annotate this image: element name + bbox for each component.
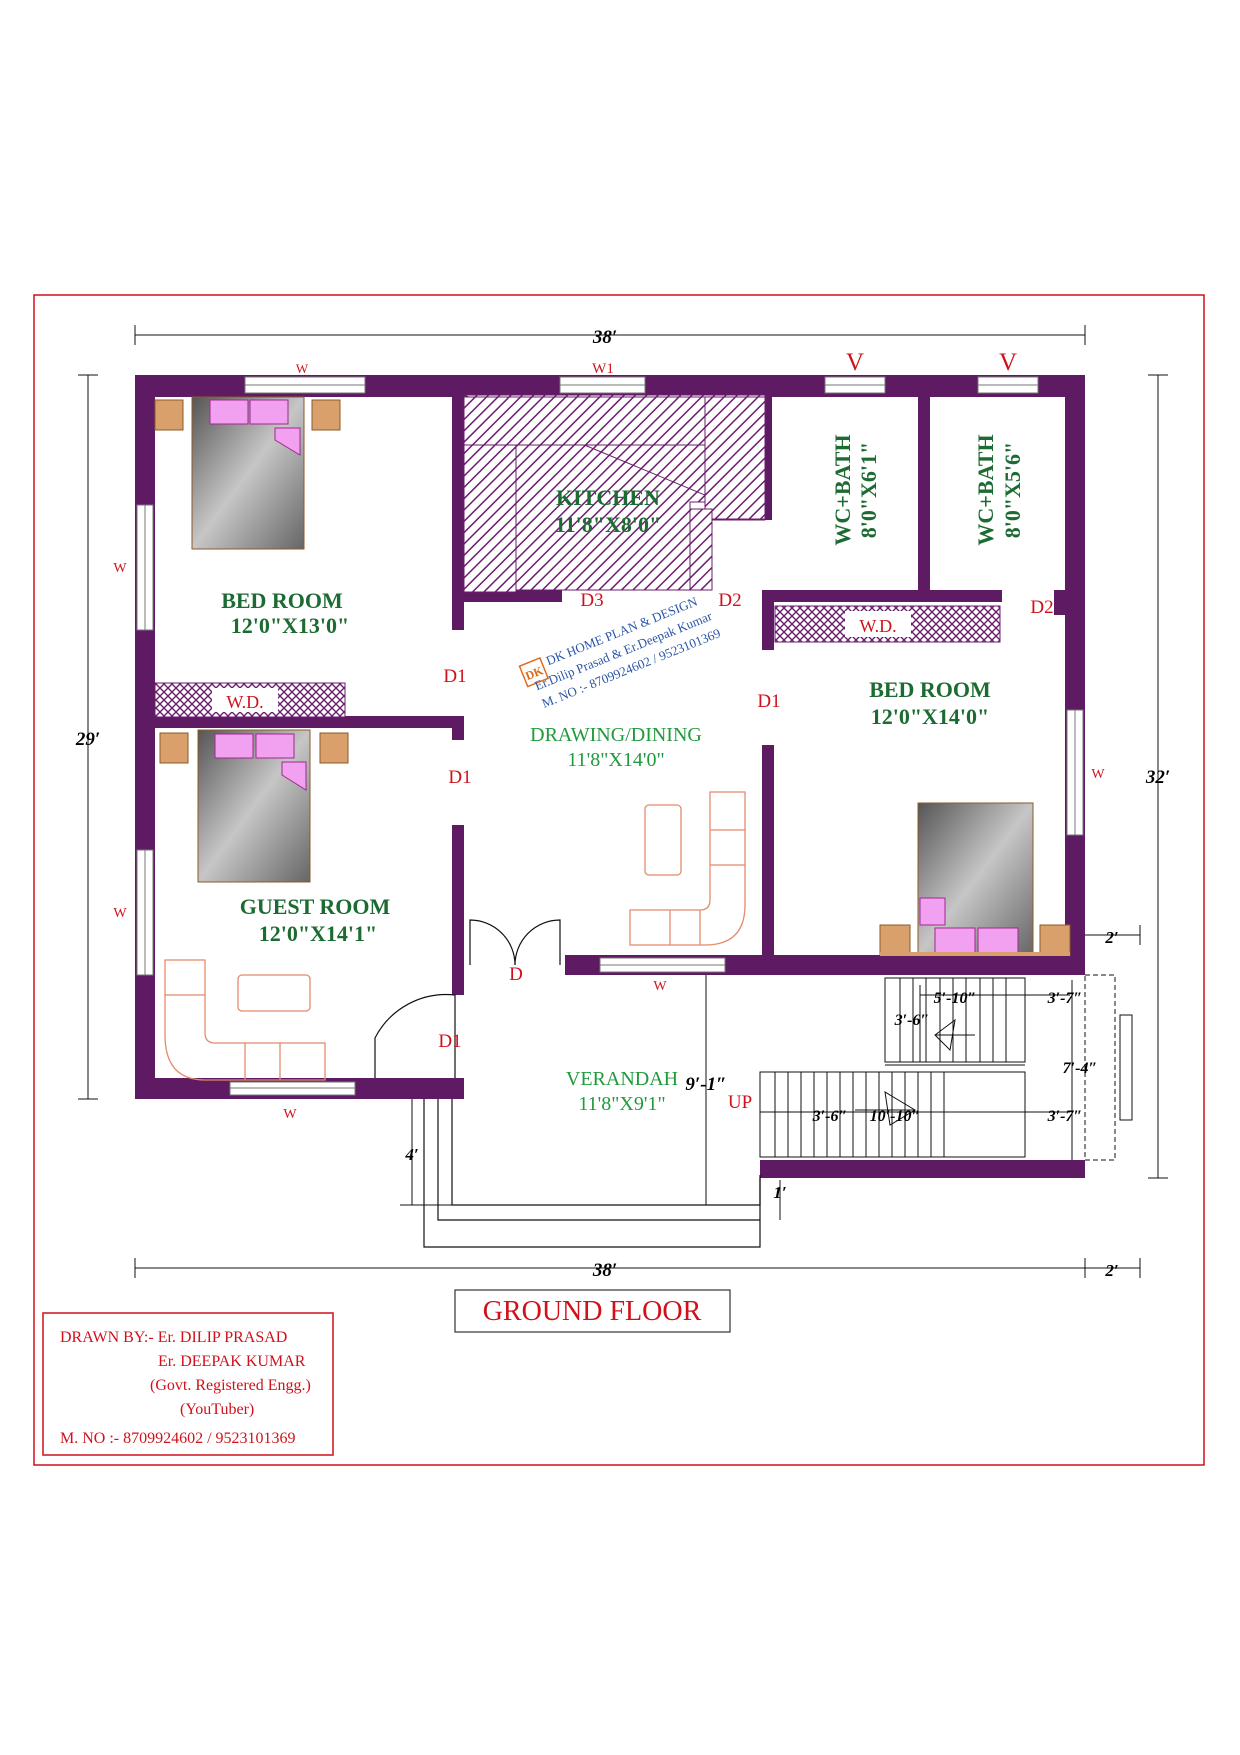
label-v-2: V [999, 349, 1017, 376]
dim-stair-5-10: 5′-10″ [934, 990, 977, 1007]
plan-title: GROUND FLOOR [483, 1296, 702, 1327]
room-bed2-name: BED ROOM [869, 677, 991, 702]
label-w-right: W [1091, 767, 1105, 782]
dim-step: 4′ [404, 1145, 418, 1164]
bed-2 [879, 802, 1071, 956]
room-bed1-size: 12'0"X13'0" [231, 613, 350, 638]
room-kitchen-name: KITCHEN [556, 485, 660, 510]
label-w-left-1: W [113, 561, 127, 576]
credits-name2: Er. DEEPAK KUMAR [158, 1353, 306, 1370]
dim-left: 29′ [75, 729, 100, 750]
dim-stair-7-4: 7′-4″ [1063, 1060, 1098, 1077]
label-d2-b: D2 [1030, 597, 1053, 618]
label-d2-a: D2 [718, 590, 741, 611]
sofa-guest [164, 959, 326, 1081]
watermark: DK DK HOME PLAN & DESIGN Er.Dilip Prasad… [518, 593, 723, 711]
room-wc2-name: WC+BATH [973, 434, 998, 545]
room-wc1-size: 8'0"X6'1" [856, 442, 881, 539]
title-box [454, 1289, 731, 1333]
label-wd-2: W.D. [859, 616, 896, 636]
label-w1: W1 [592, 361, 614, 377]
dimension-lines [78, 325, 1168, 1278]
label-w-bottom: W [283, 1107, 297, 1122]
room-guest-size: 12'0"X14'1" [259, 921, 378, 946]
room-kitchen-size: 11'8"X8'0" [555, 512, 661, 537]
label-up: UP [728, 1092, 752, 1113]
doors [374, 919, 561, 1078]
credits-box [42, 1312, 334, 1456]
label-d1-a: D1 [443, 666, 466, 687]
room-drawing-name: DRAWING/DINING [530, 724, 702, 746]
label-d1-c: D1 [438, 1031, 461, 1052]
dim-top: 38′ [592, 327, 617, 348]
dim-side-bottom: 2′ [1104, 1261, 1118, 1280]
dim-verandah-height: 9′-1″ [685, 1074, 726, 1095]
credits-drawn-by: DRAWN BY:- Er. DILIP PRASAD [60, 1329, 287, 1346]
label-d: D [509, 964, 523, 985]
room-wc1-name: WC+BATH [830, 434, 855, 545]
dim-right: 32′ [1145, 767, 1170, 788]
label-w-left-2: W [113, 906, 127, 921]
credits-youtuber: (YouTuber) [180, 1401, 254, 1418]
dim-stair-3-6b: 3′-6″ [812, 1108, 848, 1125]
bed-guest [159, 729, 349, 883]
svg-text:DK: DK [523, 663, 546, 683]
windows [136, 376, 1084, 1096]
room-drawing-size: 11'8"X14'0" [567, 749, 664, 771]
label-d1-b: D1 [448, 767, 471, 788]
room-bed1-name: BED ROOM [221, 588, 343, 613]
dim-stair-3-6a: 3′-6″ [894, 1012, 930, 1029]
label-wd-1: W.D. [226, 692, 263, 712]
label-w-verandah: W [653, 979, 667, 994]
room-verandah-size: 11'8"X9'1" [578, 1093, 665, 1115]
dim-stair-3-7b: 3′-7″ [1047, 1108, 1083, 1125]
stairs [759, 974, 1133, 1161]
credits-registered: (Govt. Registered Engg.) [150, 1377, 311, 1394]
label-v-1: V [846, 349, 864, 376]
dim-bottom: 38′ [592, 1260, 617, 1281]
dim-stair-10-10: 10′-10″ [870, 1108, 921, 1125]
credits-phone: M. NO :- 8709924602 / 9523101369 [60, 1430, 296, 1447]
room-wc2-size: 8'0"X5'6" [1000, 442, 1025, 539]
label-w-top: W [296, 361, 309, 376]
sofa-drawing [629, 791, 746, 946]
verandah-steps [423, 1099, 761, 1248]
bed-1 [154, 396, 341, 550]
dim-step-small: 1′ [773, 1183, 786, 1202]
label-d1-d: D1 [757, 691, 780, 712]
sheet-border [33, 294, 1205, 1466]
dim-stair-3-7a: 3′-7″ [1047, 990, 1083, 1007]
label-d3: D3 [580, 590, 603, 611]
room-verandah-name: VERANDAH [566, 1068, 678, 1090]
room-guest-name: GUEST ROOM [240, 894, 391, 919]
dim-side-top: 2′ [1104, 928, 1118, 947]
room-bed2-size: 12'0"X14'0" [871, 704, 990, 729]
